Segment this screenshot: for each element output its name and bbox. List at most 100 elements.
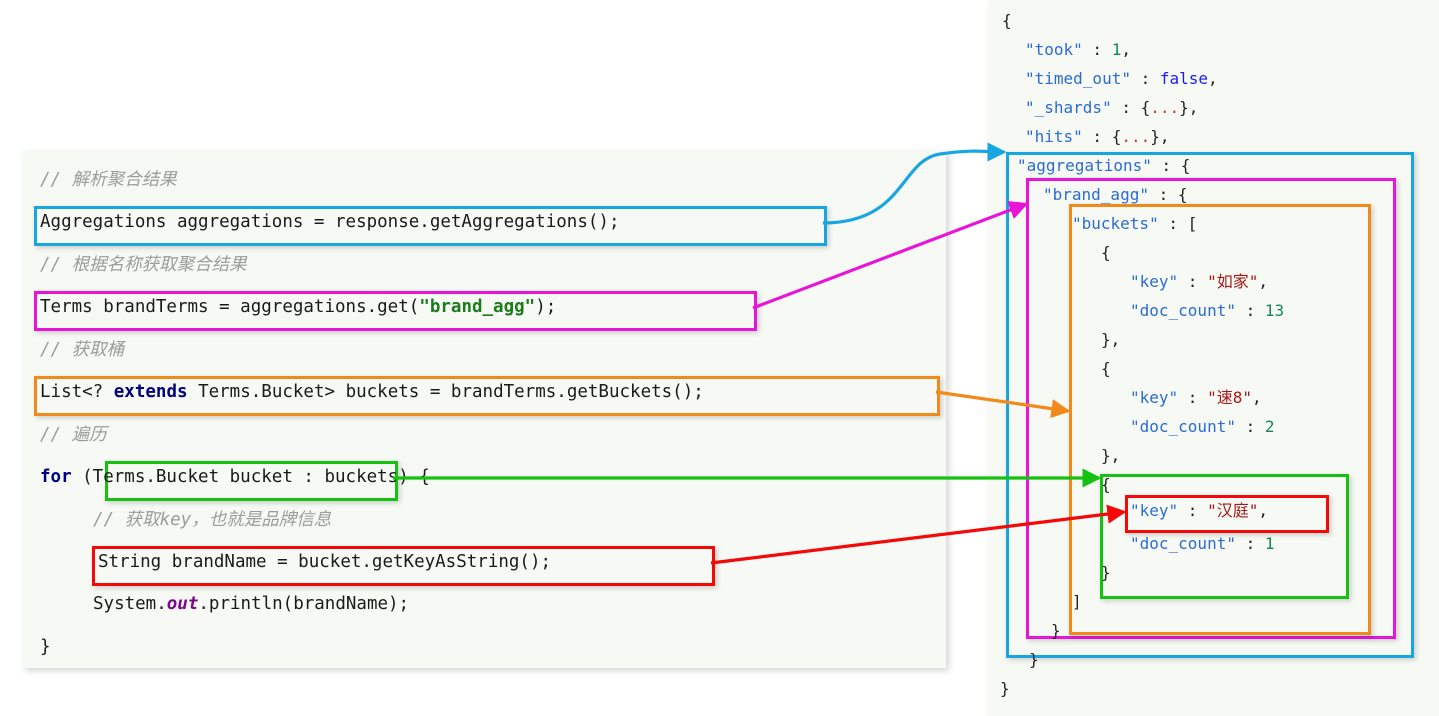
json-sep: : — [1130, 69, 1160, 88]
highlight-box-green-code — [105, 461, 398, 501]
code-keyword-for: for — [40, 467, 72, 487]
json-sep: : — [1151, 156, 1181, 175]
json-line: } — [1101, 565, 1111, 581]
json-key: "key" — [1130, 388, 1179, 407]
json-key: "doc_count" — [1130, 301, 1236, 320]
json-value: "如家" — [1207, 272, 1259, 291]
json-line: { — [1101, 477, 1111, 493]
code-line-close-brace: } — [40, 637, 51, 657]
json-line: "timed_out" : false, — [1025, 71, 1218, 87]
highlight-box-magenta-code — [34, 291, 757, 331]
json-tail: , — [1208, 69, 1218, 88]
json-sep: : — [1158, 214, 1188, 233]
json-line-aggregations: "aggregations" : { — [1017, 158, 1190, 174]
json-tail: , — [1258, 272, 1268, 291]
json-value: { — [1180, 156, 1191, 175]
json-line: } — [1000, 681, 1010, 697]
json-tail: , — [1251, 388, 1262, 407]
json-tail: , — [1110, 446, 1121, 465]
code-line-brandterms: Terms brandTerms = aggregations.get("bra… — [40, 297, 557, 317]
json-sep: : — [1235, 534, 1265, 553]
json-value: "汉庭" — [1207, 501, 1259, 520]
json-value: 1 — [1111, 40, 1122, 59]
json-line-key-1: "key" : "如家", — [1130, 274, 1268, 290]
json-value: ] — [1072, 592, 1082, 611]
json-line: } — [1051, 623, 1061, 639]
code-keyword-extends: extends — [113, 382, 188, 402]
json-key: "doc_count" — [1130, 417, 1236, 436]
code-line-brandname: String brandName = bucket.getKeyAsString… — [98, 552, 552, 572]
json-value: } — [1000, 679, 1010, 698]
highlight-box-red-code — [92, 546, 715, 586]
json-key: "timed_out" — [1025, 69, 1131, 88]
json-tail: , — [1121, 40, 1131, 59]
json-key: "aggregations" — [1017, 156, 1152, 175]
json-line-key-3: "key" : "汉庭", — [1130, 503, 1268, 519]
code-line-comment-1: // 解析聚合结果 — [40, 170, 177, 190]
json-tail: , — [1110, 330, 1121, 349]
json-line-brand-agg: "brand_agg" : { — [1043, 187, 1188, 203]
code-line-comment-3: // 获取桶 — [40, 340, 125, 360]
highlight-box-orange-json — [1069, 204, 1371, 635]
json-line: ] — [1072, 594, 1082, 610]
json-value: 13 — [1264, 301, 1285, 320]
json-value: 2 — [1264, 417, 1275, 436]
code-line-for: for (Terms.Bucket bucket : buckets) { — [40, 467, 430, 487]
json-value: 1 — [1264, 534, 1275, 553]
code-string-literal: "brand_agg" — [419, 297, 536, 317]
json-line-buckets: "buckets" : [ — [1072, 216, 1197, 232]
json-value: } — [1101, 563, 1111, 582]
json-line-doc-count-3: "doc_count" : 1 — [1130, 536, 1275, 552]
json-value: { — [1101, 475, 1111, 494]
json-value: false — [1159, 69, 1209, 88]
json-key: "brand_agg" — [1043, 185, 1149, 204]
json-value: "速8" — [1207, 388, 1252, 407]
json-key: "key" — [1130, 501, 1179, 520]
json-sep: : — [1178, 388, 1208, 407]
json-sep: : — [1148, 185, 1178, 204]
json-line-doc-count-2: "doc_count" : 2 — [1130, 419, 1275, 435]
json-sep: : — [1235, 301, 1265, 320]
code-line-aggregations: Aggregations aggregations = response.get… — [40, 212, 620, 232]
json-sep: : — [1082, 40, 1112, 59]
code-text: Aggregations aggregations = response.get… — [40, 212, 620, 232]
code-field-out: out — [166, 594, 199, 614]
json-line-doc-count-1: "doc_count" : 13 — [1130, 303, 1284, 319]
json-line: } — [1029, 652, 1039, 668]
json-value: { — [1177, 185, 1188, 204]
code-line-comment-5: // 获取key，也就是品牌信息 — [93, 510, 332, 530]
json-key: "doc_count" — [1130, 534, 1236, 553]
code-line-println: System.out.println(brandName); — [93, 594, 410, 614]
json-line: { — [1101, 361, 1111, 377]
json-value: } — [1051, 621, 1061, 640]
code-line-buckets: List<? extends Terms.Bucket> buckets = b… — [40, 382, 704, 402]
json-key: "hits" — [1025, 127, 1083, 146]
json-line: "hits" : {...}, — [1025, 127, 1170, 146]
json-sep: : — [1082, 127, 1112, 146]
json-value: } — [1101, 330, 1111, 349]
json-line: "_shards" : {...}, — [1025, 98, 1199, 117]
json-key: "buckets" — [1072, 214, 1159, 233]
json-value: { — [1101, 359, 1111, 378]
json-value: { — [1101, 243, 1111, 262]
code-line-comment-4: // 遍历 — [40, 425, 107, 445]
json-line: }, — [1101, 332, 1120, 348]
json-value: [ — [1187, 214, 1198, 233]
json-line: }, — [1101, 448, 1120, 464]
json-key: "took" — [1025, 40, 1083, 59]
json-line: { — [1002, 13, 1012, 29]
json-value: } — [1029, 650, 1039, 669]
json-tail: , — [1258, 501, 1268, 520]
json-sep: : — [1235, 417, 1265, 436]
json-line: "took" : 1, — [1025, 42, 1131, 58]
json-sep: : — [1178, 272, 1208, 291]
json-tail: , — [1188, 98, 1199, 117]
json-line-key-2: "key" : "速8", — [1130, 390, 1262, 406]
json-text: { — [1002, 11, 1012, 30]
code-text: String brandName = bucket.getKeyAsString… — [98, 552, 552, 572]
json-sep: : — [1111, 98, 1141, 117]
json-line: { — [1101, 245, 1111, 261]
json-sep: : — [1178, 501, 1208, 520]
json-key: "key" — [1130, 272, 1179, 291]
json-tail: , — [1159, 127, 1170, 146]
